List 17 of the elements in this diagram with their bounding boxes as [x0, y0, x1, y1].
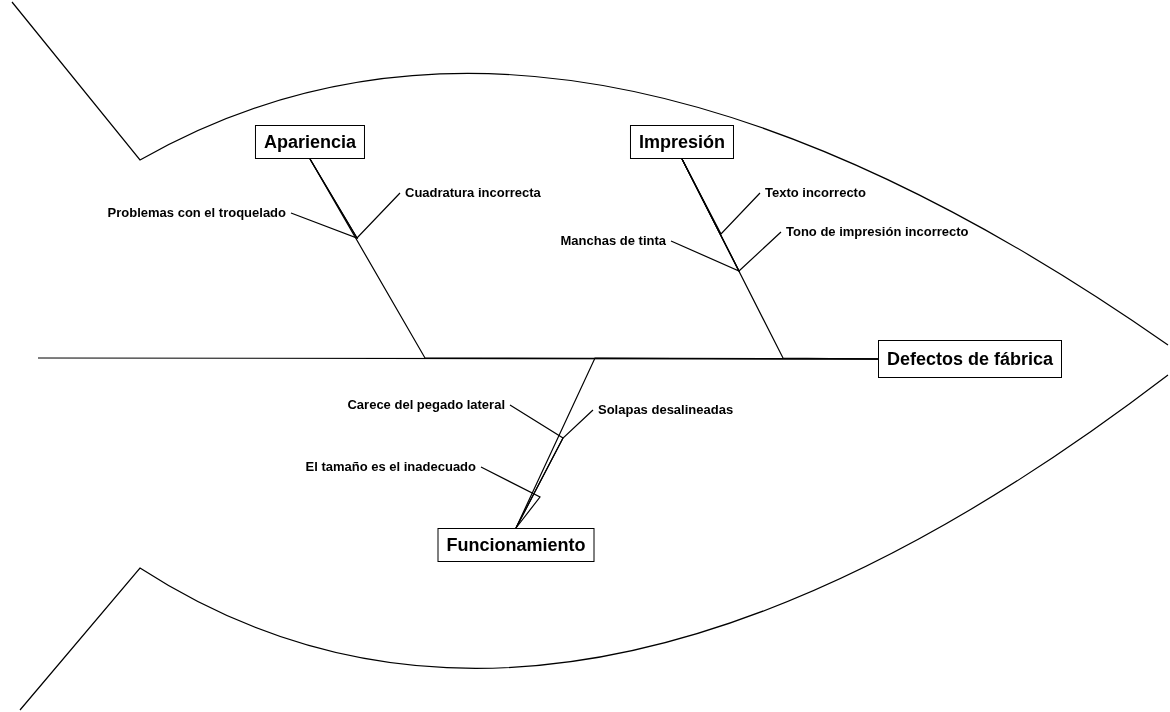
category-box: Apariencia	[255, 125, 365, 159]
cause-label: Texto incorrecto	[765, 185, 866, 201]
cause-label: Problemas con el troquelado	[107, 205, 286, 221]
cause-label: El tamaño es el inadecuado	[305, 459, 476, 475]
cause-label: Cuadratura incorrecta	[405, 185, 541, 201]
bone-line	[309, 158, 401, 239]
category-box: Impresión	[630, 125, 734, 159]
cause-label: Tono de impresión incorrecto	[786, 224, 969, 240]
category-box: Funcionamiento	[437, 528, 595, 562]
bone-line	[515, 357, 879, 529]
cause-label: Carece del pegado lateral	[347, 397, 505, 413]
cause-label: Solapas desalineadas	[598, 402, 734, 418]
bone-line	[480, 466, 541, 529]
cause-label: Manchas de tinta	[560, 233, 666, 249]
effect-box: Defectos de fábrica	[878, 340, 1063, 378]
bone-line	[681, 158, 782, 272]
bone-line	[681, 158, 761, 236]
